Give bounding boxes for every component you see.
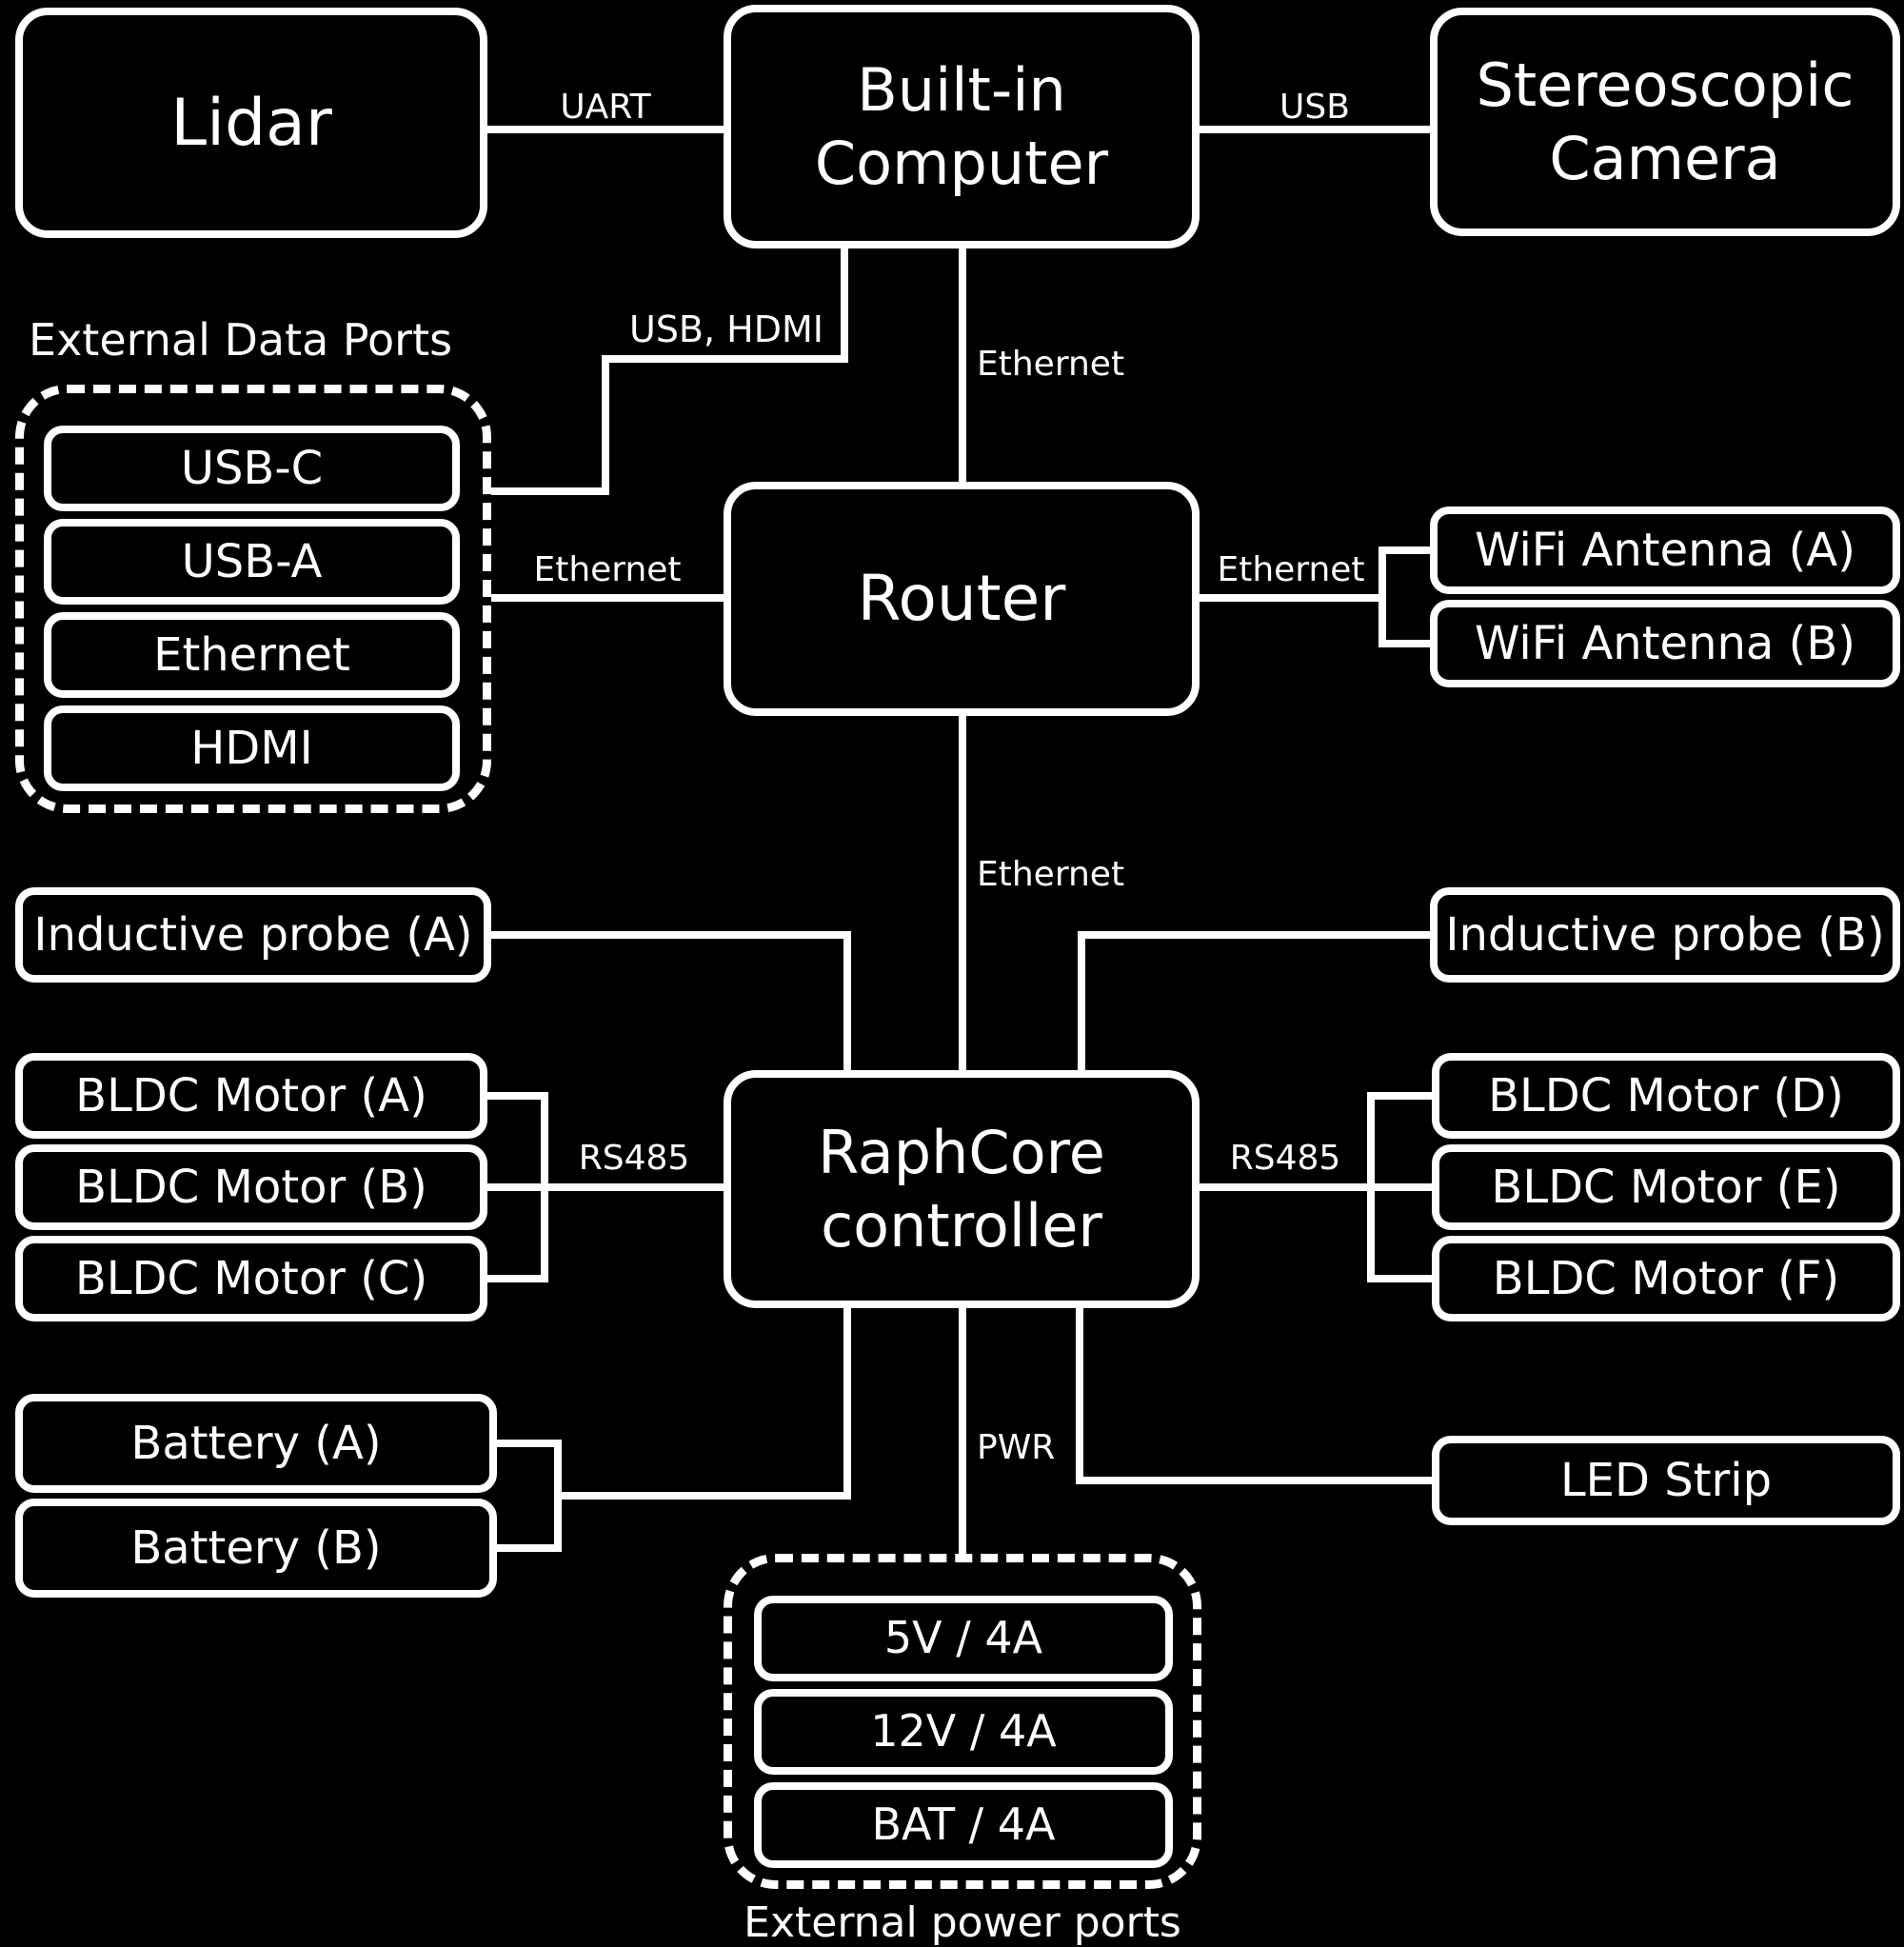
- router-label: Router: [857, 561, 1066, 635]
- pwr-line: [959, 1308, 966, 1558]
- probe-b-line-v: [1078, 931, 1085, 1070]
- led-strip-label: LED Strip: [1559, 1454, 1773, 1507]
- ethernet-ports-router-label: Ethernet: [533, 550, 682, 589]
- external-data-ports-title: External Data Ports: [29, 314, 453, 366]
- ethernet-port-label: Ethernet: [153, 628, 350, 682]
- bldc-motor-f-label: BLDC Motor (F): [1492, 1252, 1840, 1305]
- motor-e-stub-line: [1371, 1183, 1432, 1191]
- battery-b-node: Battery (B): [15, 1499, 497, 1598]
- battery-a-stub-line: [497, 1440, 562, 1447]
- bldc-motor-d-label: BLDC Motor (D): [1488, 1069, 1844, 1123]
- battery-b-label: Battery (B): [130, 1521, 382, 1575]
- usb-hdmi-label: USB, HDMI: [629, 308, 823, 350]
- bldc-motor-a-label: BLDC Motor (A): [75, 1069, 427, 1123]
- motor-bus-right-line: [1367, 1092, 1375, 1282]
- led-strip-line-v: [1076, 1308, 1083, 1484]
- led-strip-line-h: [1080, 1477, 1432, 1484]
- usb-line: [1200, 126, 1430, 133]
- antenna-b-stub-line: [1378, 640, 1430, 647]
- led-strip-node: LED Strip: [1432, 1436, 1900, 1525]
- usb-hdmi-line-seg4: [491, 487, 609, 495]
- battery-raphcore-line-h: [558, 1492, 851, 1500]
- uart-line: [487, 126, 724, 133]
- ethernet-router-antenna-line: [1200, 594, 1382, 602]
- bldc-motor-e-node: BLDC Motor (E): [1432, 1144, 1900, 1230]
- power-port-5v-label: 5V / 4A: [883, 1612, 1043, 1664]
- motor-c-stub-line: [487, 1275, 548, 1282]
- ethernet-computer-router-label: Ethernet: [977, 345, 1125, 384]
- power-port-12v-label: 12V / 4A: [870, 1705, 1057, 1758]
- wifi-antenna-a-node: WiFi Antenna (A): [1430, 507, 1900, 594]
- probe-a-line-h: [491, 931, 851, 939]
- built-in-computer-node: Built-in Computer: [724, 5, 1200, 248]
- ethernet-computer-router-line: [959, 248, 966, 482]
- inductive-probe-b-node: Inductive probe (B): [1430, 887, 1900, 983]
- ethernet-port: Ethernet: [44, 612, 460, 698]
- pwr-label: PWR: [977, 1428, 1056, 1467]
- rs485-right-label: RS485: [1229, 1139, 1341, 1178]
- uart-label: UART: [560, 88, 651, 127]
- raphcore-controller-label: RaphCore controller: [818, 1117, 1105, 1262]
- usb-a-port-label: USB-A: [181, 535, 323, 588]
- battery-raphcore-line-v: [843, 1308, 851, 1496]
- inductive-probe-a-label: Inductive probe (A): [33, 908, 473, 962]
- hdmi-port-label: HDMI: [190, 722, 313, 775]
- power-port-bat: BAT / 4A: [754, 1782, 1173, 1868]
- wifi-antenna-b-node: WiFi Antenna (B): [1430, 600, 1900, 687]
- ethernet-router-raphcore-line: [959, 716, 966, 1070]
- inductive-probe-a-node: Inductive probe (A): [15, 887, 491, 983]
- usb-a-port: USB-A: [44, 519, 460, 605]
- wifi-antenna-a-label: WiFi Antenna (A): [1475, 524, 1855, 577]
- bldc-motor-b-label: BLDC Motor (B): [75, 1161, 427, 1214]
- bldc-motor-c-node: BLDC Motor (C): [15, 1236, 487, 1321]
- ethernet-router-wifi-label: Ethernet: [1217, 550, 1365, 589]
- router-node: Router: [724, 482, 1200, 716]
- motor-b-stub-line: [487, 1183, 548, 1191]
- rs485-left-label: RS485: [578, 1139, 690, 1178]
- lidar-label: Lidar: [170, 85, 332, 161]
- power-port-5v: 5V / 4A: [754, 1596, 1173, 1681]
- battery-a-label: Battery (A): [130, 1417, 382, 1470]
- usb-hdmi-line-seg2: [602, 355, 848, 363]
- external-power-ports-title: External power ports: [744, 1898, 1181, 1947]
- antenna-a-stub-line: [1378, 546, 1430, 554]
- ethernet-ports-router-line: [491, 594, 724, 602]
- stereoscopic-camera-label: Stereoscopic Camera: [1476, 50, 1854, 194]
- battery-a-node: Battery (A): [15, 1394, 497, 1493]
- wifi-antenna-b-label: WiFi Antenna (B): [1475, 617, 1855, 670]
- motor-a-stub-line: [487, 1092, 548, 1100]
- motor-d-stub-line: [1371, 1092, 1432, 1100]
- battery-b-stub-line: [497, 1544, 562, 1552]
- ethernet-router-raphcore-label: Ethernet: [977, 855, 1125, 894]
- usb-c-port: USB-C: [44, 426, 460, 511]
- probe-b-line-h: [1081, 931, 1430, 939]
- antenna-bracket-line: [1378, 546, 1386, 647]
- usb-hdmi-line-seg1: [841, 248, 848, 363]
- power-port-bat-label: BAT / 4A: [871, 1798, 1056, 1851]
- usb-c-port-label: USB-C: [180, 442, 324, 495]
- rs485-left-line: [545, 1183, 724, 1191]
- motor-f-stub-line: [1371, 1275, 1432, 1282]
- bldc-motor-f-node: BLDC Motor (F): [1432, 1236, 1900, 1321]
- lidar-node: Lidar: [15, 8, 487, 238]
- bldc-motor-e-label: BLDC Motor (E): [1491, 1161, 1841, 1214]
- probe-a-line-v: [843, 931, 851, 1070]
- hdmi-port: HDMI: [44, 705, 460, 791]
- usb-hdmi-line-seg3: [602, 359, 609, 495]
- inductive-probe-b-label: Inductive probe (B): [1445, 908, 1885, 962]
- built-in-computer-label: Built-in Computer: [814, 54, 1109, 199]
- usb-label: USB: [1279, 88, 1350, 127]
- stereoscopic-camera-node: Stereoscopic Camera: [1430, 8, 1900, 236]
- rs485-right-line: [1200, 1183, 1371, 1191]
- bldc-motor-c-label: BLDC Motor (C): [74, 1252, 428, 1305]
- raphcore-controller-node: RaphCore controller: [724, 1070, 1200, 1308]
- power-port-12v: 12V / 4A: [754, 1689, 1173, 1775]
- bldc-motor-b-node: BLDC Motor (B): [15, 1144, 487, 1230]
- bldc-motor-d-node: BLDC Motor (D): [1432, 1053, 1900, 1139]
- bldc-motor-a-node: BLDC Motor (A): [15, 1053, 487, 1139]
